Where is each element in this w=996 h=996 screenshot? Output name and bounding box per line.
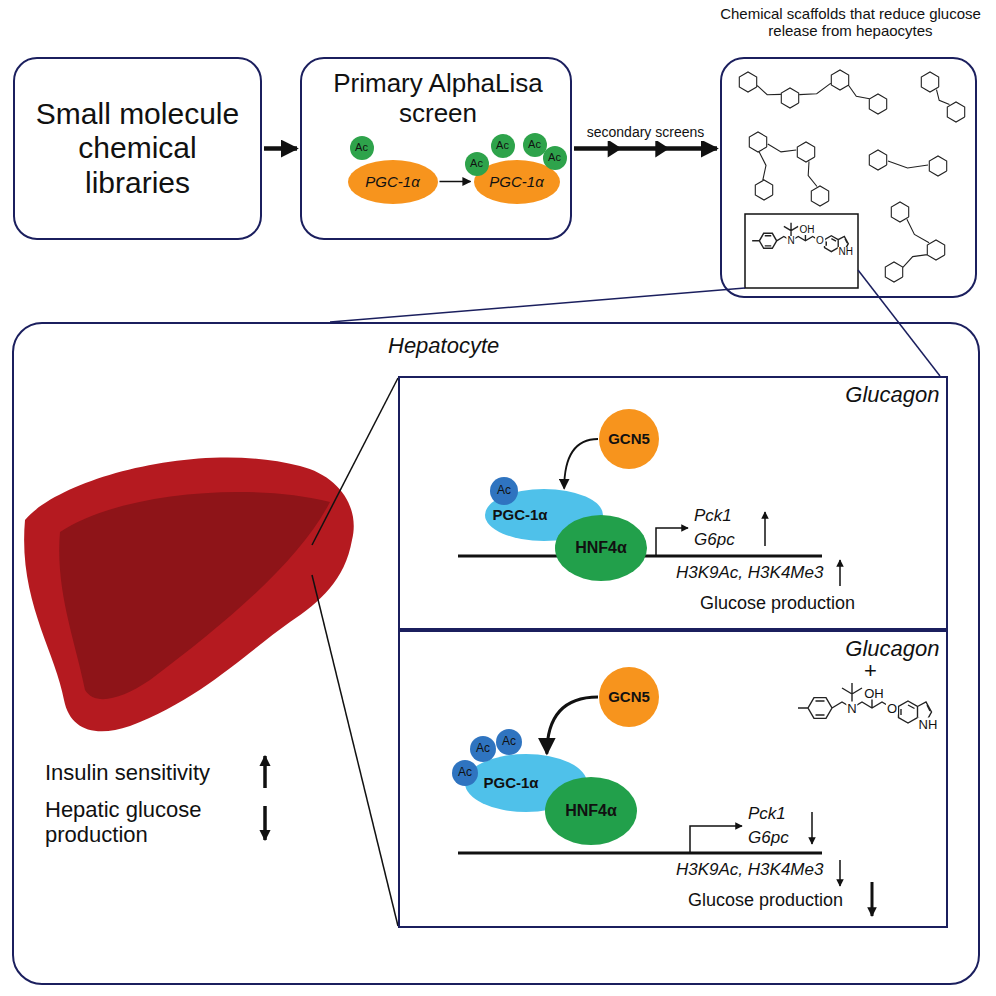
node-text: Ac (502, 735, 516, 749)
atom-label: O (886, 702, 898, 715)
atom-label: NH (838, 247, 854, 257)
down-arrow (839, 860, 841, 886)
scaffold-drawing (739, 70, 964, 282)
node-text: Ac (458, 766, 472, 780)
edge-label: secondary screens (587, 124, 705, 140)
node-text: PGC-1α (489, 173, 543, 190)
outcome-label: Glucose production (700, 593, 855, 614)
protein-ellipse: HNF4α (555, 515, 647, 581)
node-text: Ac (548, 151, 561, 164)
acetyl-circle: Ac (496, 729, 522, 755)
acetyl-circle: Ac (490, 477, 518, 505)
up-arrow (764, 512, 766, 546)
atom-label: N (846, 702, 857, 715)
scaffold-box: Chemical scaffolds that reduce glucose r… (720, 57, 977, 298)
node-text: Ac (528, 138, 541, 151)
node-text: Ac (470, 157, 483, 170)
node-text: Small molecule chemical libraries (15, 97, 260, 201)
acetyl-circle: Ac (491, 134, 515, 158)
arrow-connector (264, 146, 297, 151)
histone-mark: H3K9Ac, H3K4Me3 (676, 860, 823, 880)
down-arrow (871, 882, 874, 916)
atom-label: NH (918, 718, 939, 731)
node-text: HNF4α (565, 802, 617, 820)
node-text: Chemical scaffolds that reduce glucose r… (710, 5, 991, 40)
atom-label: OH (863, 687, 885, 700)
gene-label: G6pc (694, 530, 735, 550)
scaffold-structures (739, 70, 964, 282)
node-text: Primary AlphaLisa screen (302, 69, 574, 129)
node-text: GCN5 (608, 430, 650, 447)
acetyl-circle: Ac (543, 146, 567, 170)
plus-sign: + (864, 658, 877, 683)
effect-label: Hepatic glucose production (45, 797, 255, 848)
arrow-connector (440, 181, 471, 183)
promoter-arrow (690, 826, 742, 853)
inset-frame (745, 214, 858, 288)
gene-label: Pck1 (748, 804, 786, 824)
arrow-connector (564, 439, 598, 489)
promoter-arrow (656, 528, 688, 556)
arrow-connector (547, 697, 598, 754)
node-text: Ac (496, 139, 509, 152)
node-text: Ac (355, 141, 368, 154)
liver-outline (24, 457, 354, 731)
node-text: PGC-1α (483, 774, 538, 791)
dna-strand (458, 852, 822, 855)
node-text: HNF4α (575, 539, 627, 557)
leader-line (330, 288, 745, 322)
up-arrow (839, 560, 841, 586)
enzyme-circle: GCN5 (599, 409, 659, 469)
protein-ellipse: PGC-1α (348, 160, 438, 204)
node-text: Glucagon (800, 382, 940, 407)
gene-label: Pck1 (694, 506, 732, 526)
molecule-drawing (798, 683, 932, 723)
atom-label: O (815, 236, 825, 246)
enzyme-circle: GCN5 (599, 667, 659, 727)
acetyl-circle: Ac (350, 136, 374, 160)
liver-lobe (59, 492, 330, 699)
gene-label: G6pc (748, 828, 789, 848)
node-text: Glucagon (800, 636, 940, 661)
outcome-label: Glucose production (688, 890, 843, 911)
node-text: GCN5 (608, 688, 650, 705)
acetyl-circle: Ac (470, 736, 496, 762)
down-arrow (263, 806, 267, 840)
condition-panel: GlucagonGCN5PGC-1α AcHNF4α (398, 376, 948, 630)
node-text: PGC-1α (365, 173, 419, 190)
arrow-connector (574, 146, 717, 151)
atom-label: OH (798, 225, 815, 235)
acetyl-circle: Ac (452, 760, 478, 786)
effect-label: Insulin sensitivity (45, 760, 210, 785)
screen-box: Primary AlphaLisa screenPGC-1α AcPGC-1α Ac… (300, 57, 572, 240)
node-text: PGC-1α (492, 506, 547, 523)
leader-line (312, 378, 398, 545)
protein-ellipse: HNF4α (545, 777, 637, 845)
leader-line (312, 575, 398, 926)
atom-label: N (786, 236, 795, 246)
up-arrow (263, 756, 267, 788)
histone-mark: H3K9Ac, H3K4Me3 (676, 563, 823, 583)
hepatocyte-box: HepatocyteGlucagonGCN5PGC-1αAcHNF4αGluca… (12, 322, 980, 985)
node-text: Ac (497, 484, 511, 498)
down-arrow (811, 812, 813, 844)
library-box: Small molecule chemical libraries (13, 57, 262, 240)
node-text: Ac (476, 742, 490, 756)
molecule-drawing (752, 223, 848, 252)
node-text: Hepatocyte (388, 333, 528, 358)
acetyl-circle: Ac (465, 152, 489, 176)
